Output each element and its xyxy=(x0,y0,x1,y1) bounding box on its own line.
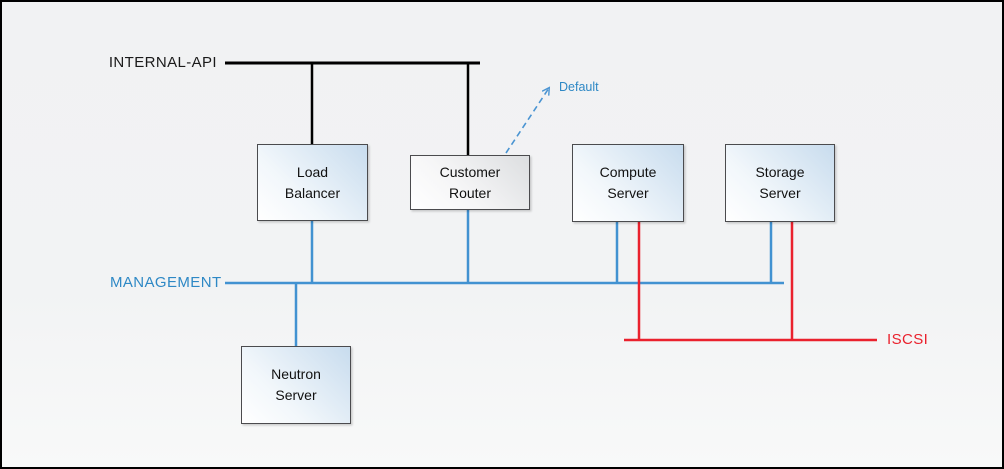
management-rail xyxy=(225,210,784,347)
node-customer-router: Customer Router xyxy=(410,155,530,210)
node-neutron-server: Neutron Server xyxy=(241,346,351,424)
node-storage-server: Storage Server xyxy=(725,144,835,222)
network-label-management: MANAGEMENT xyxy=(110,274,222,291)
default-route-arrow xyxy=(505,88,549,154)
network-label-internal-api: INTERNAL-API xyxy=(108,54,217,71)
node-storage-server-label: Storage Server xyxy=(755,164,805,201)
internal-api-rail xyxy=(225,61,480,156)
node-customer-router-label: Customer Router xyxy=(439,163,501,201)
node-neutron-server-label: Neutron Server xyxy=(271,366,321,403)
node-load-balancer: Load Balancer xyxy=(257,144,368,221)
node-compute-server-label: Compute Server xyxy=(599,164,657,201)
node-compute-server: Compute Server xyxy=(572,144,684,222)
network-label-iscsi: ISCSI xyxy=(887,331,929,348)
default-route-label: Default xyxy=(559,80,599,94)
node-load-balancer-label: Load Balancer xyxy=(284,163,341,201)
iscsi-rail xyxy=(624,222,877,342)
